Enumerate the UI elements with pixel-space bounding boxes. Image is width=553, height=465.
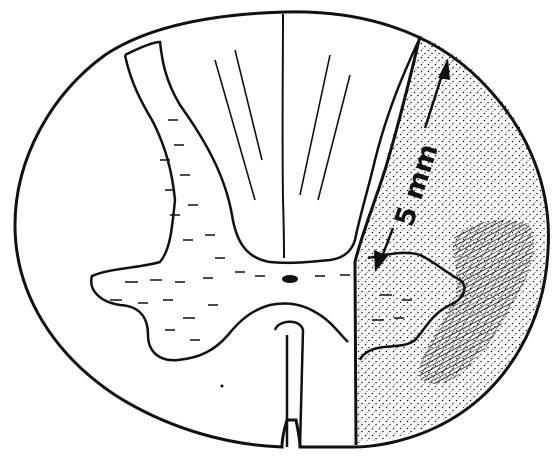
posterior-median-septum [283,14,284,258]
central-canal [282,275,298,283]
small-mark [221,385,224,388]
